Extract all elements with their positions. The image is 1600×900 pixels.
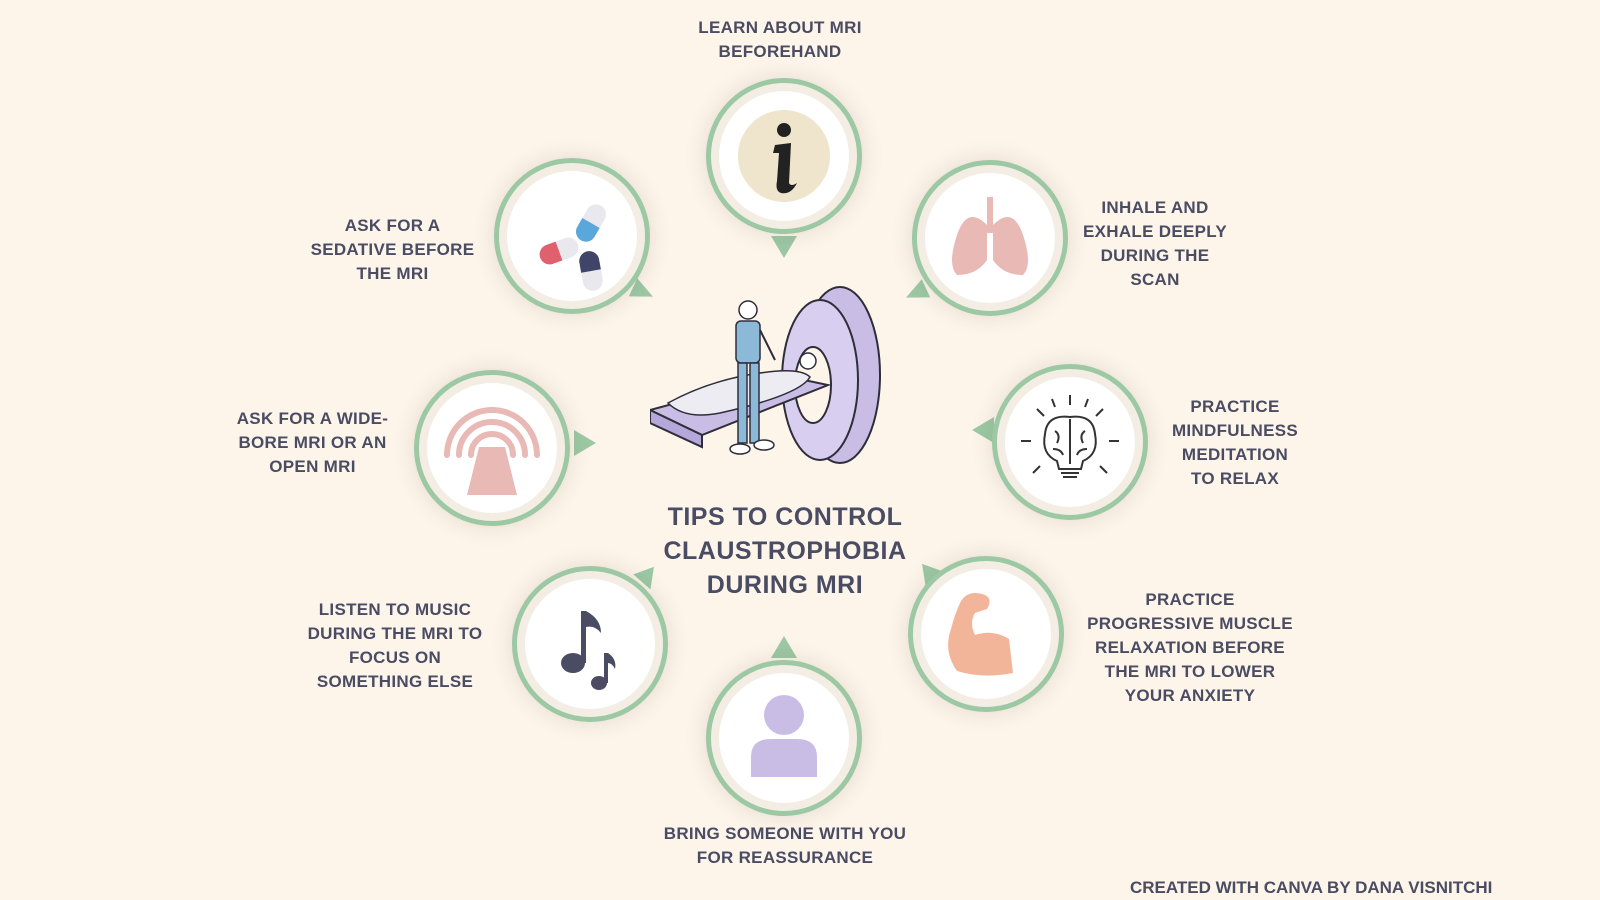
tip-label-wide-bore: ASK FOR A WIDE- BORE MRI OR AN OPEN MRI <box>236 409 389 476</box>
tip-circle-sedative <box>494 158 650 314</box>
flexed-arm-icon <box>948 593 1013 676</box>
tip-label-muscle: PRACTICE PROGRESSIVE MUSCLE RELAXATION B… <box>1087 590 1293 705</box>
tip-label-learn: LEARN ABOUT MRI BEFOREHAND <box>698 18 862 61</box>
tip-circle-learn <box>706 78 862 234</box>
tip-circle-music <box>512 566 668 722</box>
mri-scanner-illustration <box>650 286 881 464</box>
footer-credit: CREATED WITH CANVA BY DANA VISNITCHI <box>1130 878 1493 897</box>
tip-pointer-learn <box>771 236 797 258</box>
tip-label-music: LISTEN TO MUSIC DURING THE MRI TO FOCUS … <box>307 600 483 691</box>
music-note-icon <box>561 611 616 690</box>
tip-pointer-bring-someone <box>771 636 797 658</box>
tip-pointer-mindfulness <box>972 417 994 443</box>
tip-label-inhale: INHALE AND EXHALE DEEPLY DURING THE SCAN <box>1082 198 1228 289</box>
tip-label-bring-someone: BRING SOMEONE WITH YOU FOR REASSURANCE <box>663 824 907 867</box>
brain-bulb-icon <box>1021 395 1119 478</box>
person-icon <box>751 695 817 777</box>
tip-circle-mindfulness <box>992 364 1148 520</box>
info-icon <box>738 110 830 202</box>
lungs-icon <box>952 197 1028 275</box>
open-mri-icon <box>444 407 540 495</box>
tip-label-sedative: ASK FOR A SEDATIVE BEFORE THE MRI <box>310 216 475 283</box>
tip-pointer-wide-bore <box>574 430 596 456</box>
infographic-title: TIPS TO CONTROL CLAUSTROPHOBIA DURING MR… <box>663 503 907 599</box>
tip-label-mindfulness: PRACTICE MINDFULNESS MEDITATION TO RELAX <box>1171 397 1299 488</box>
tip-circle-muscle <box>908 556 1064 712</box>
pills-icon <box>539 204 606 291</box>
tip-circle-inhale <box>912 160 1068 316</box>
tip-circle-bring-someone <box>706 660 862 816</box>
tip-circle-wide-bore <box>414 370 570 526</box>
